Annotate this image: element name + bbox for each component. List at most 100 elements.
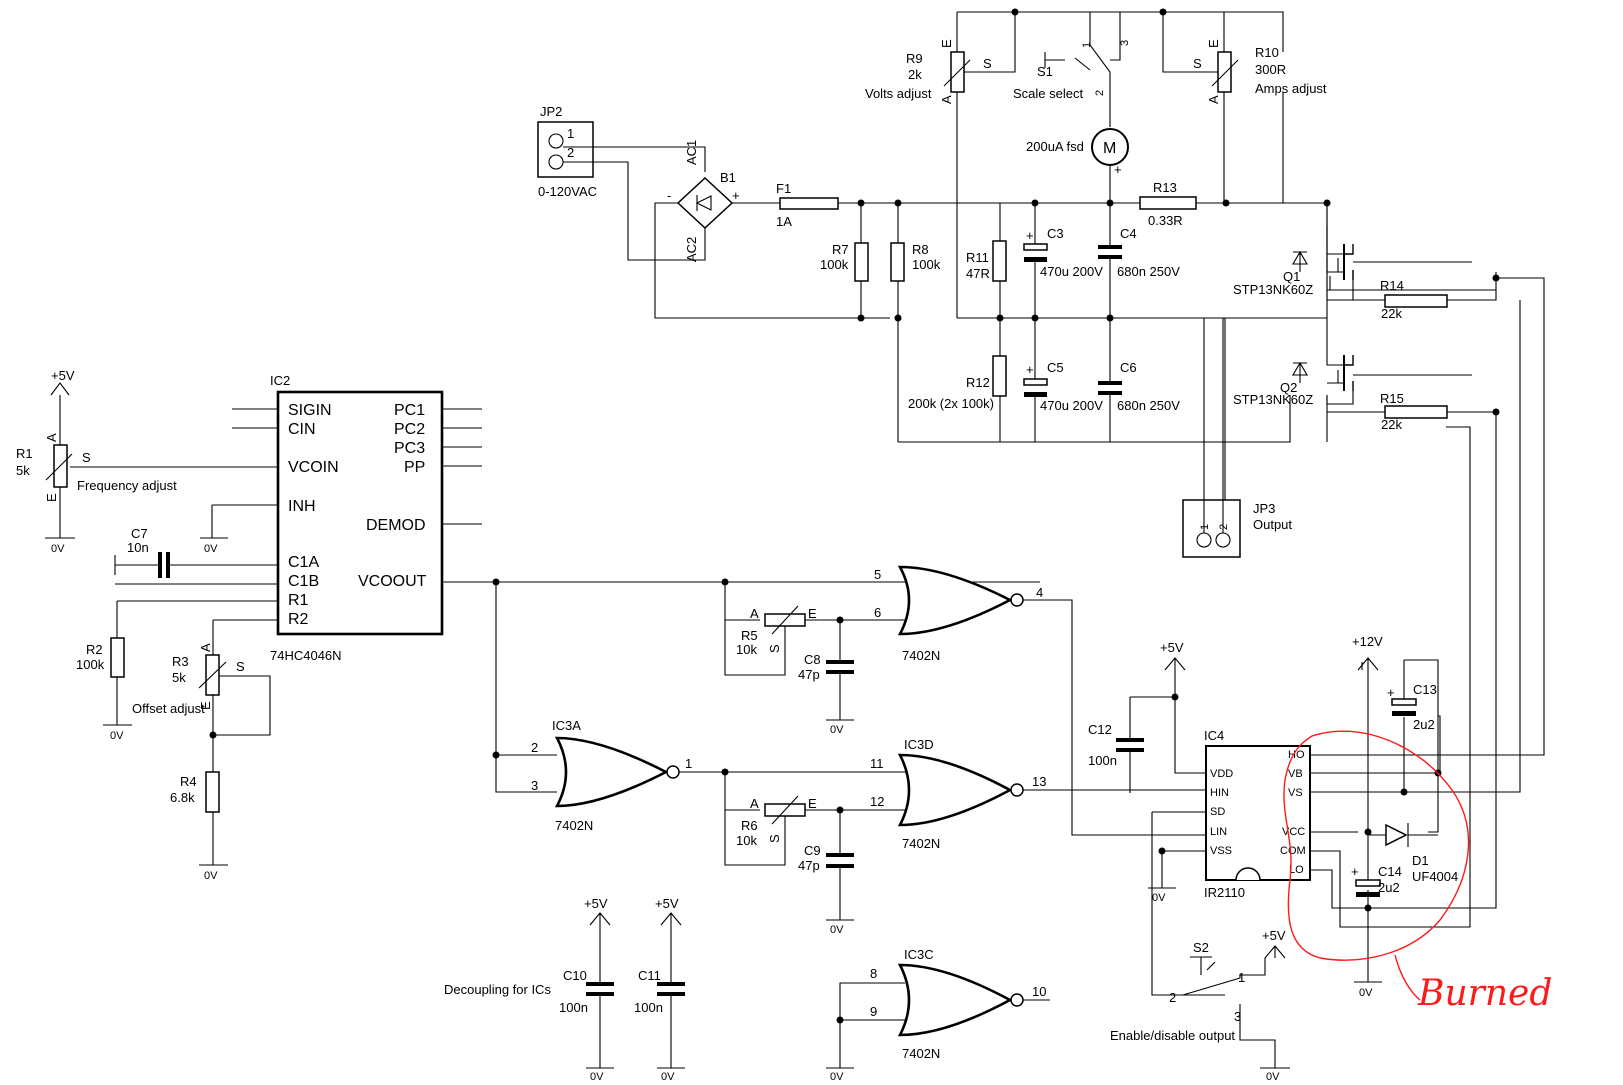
cap-c13: [1391, 698, 1417, 706]
ic4-body: [1205, 745, 1311, 881]
svg-text:0V: 0V: [590, 1071, 604, 1083]
burned-pointer: [1394, 954, 1421, 1001]
svg-text:1: 1: [1199, 524, 1211, 530]
b1-ac1: AC1: [684, 140, 699, 165]
burned-annotation: Burned: [1283, 730, 1552, 1014]
ic2-part: 74HC4046N: [270, 648, 342, 663]
svg-text:0V: 0V: [1152, 892, 1166, 904]
r4-ref: R4: [180, 774, 197, 789]
c12-ref: C12: [1088, 722, 1112, 737]
svg-text:SD: SD: [1210, 806, 1225, 818]
svg-text:VSS: VSS: [1210, 845, 1232, 857]
svg-text:VDD: VDD: [1210, 768, 1233, 780]
svg-text:0V: 0V: [1266, 1071, 1280, 1083]
r11-val: 47R: [966, 266, 990, 281]
svg-text:11: 11: [870, 756, 884, 771]
ic3c-part: 7402N: [902, 1046, 940, 1061]
svg-text:LO: LO: [1289, 864, 1304, 876]
resistor-r7: [854, 242, 869, 282]
svg-text:A: A: [1206, 95, 1221, 104]
r10-ref: R10: [1255, 45, 1279, 60]
r8-val: 100k: [912, 257, 941, 272]
jp3-ref: JP3: [1253, 501, 1275, 516]
svg-text:2: 2: [531, 740, 538, 755]
svg-text:E: E: [808, 796, 817, 811]
svg-text:A: A: [44, 433, 59, 442]
r2-ref: R2: [86, 642, 103, 657]
ic4-ref: IC4: [1204, 728, 1224, 743]
svg-text:A: A: [198, 643, 213, 652]
q2-val: STP13NK60Z: [1233, 392, 1313, 407]
svg-text:VCC: VCC: [1282, 826, 1305, 838]
c8-ref: C8: [804, 652, 821, 667]
svg-text:8: 8: [870, 966, 877, 981]
cap-c3: [1023, 243, 1048, 251]
decoupling-label: Decoupling for ICs: [444, 982, 551, 997]
resistor-r4: [205, 771, 220, 813]
r1-val: 5k: [16, 463, 30, 478]
r9-ref: R9: [906, 51, 923, 66]
resistor-r12: [992, 355, 1007, 397]
r6-ref: R6: [741, 818, 758, 833]
ic4-part: IR2110: [1204, 885, 1245, 900]
fuse-f1: [779, 197, 839, 210]
ic3a-ref: IC3A: [552, 718, 581, 733]
jp2-ref: JP2: [540, 104, 562, 119]
s2-ref: S2: [1193, 940, 1209, 955]
ic3b-part: 7402N: [902, 648, 940, 663]
nor-gate-ic3a: [554, 736, 669, 808]
svg-text:E: E: [198, 701, 213, 710]
svg-text:+: +: [1026, 228, 1034, 243]
power-section: JP2 1 2 0-120VAC B1 AC1 AC2 - + F1 1A R7…: [537, 8, 1500, 558]
s1-ref: S1: [1037, 64, 1053, 79]
svg-text:+: +: [1026, 362, 1034, 377]
resistor-r2: [110, 637, 125, 678]
svg-text:A: A: [939, 95, 954, 104]
c4-ref: C4: [1120, 226, 1137, 241]
meter-desc: 200uA fsd: [1026, 139, 1084, 154]
r7-val: 100k: [820, 257, 849, 272]
svg-text:2: 2: [1218, 524, 1230, 530]
svg-text:12: 12: [870, 794, 884, 809]
r11-ref: R11: [966, 250, 989, 265]
svg-text:+: +: [1351, 864, 1359, 879]
c13-ref: C13: [1413, 682, 1437, 697]
svg-text:E: E: [44, 493, 59, 502]
ic4-driver: IC4 IR2110 HO VB VS VCC COM LO VDD HIN S…: [1088, 277, 1545, 1083]
q2-ref: Q2: [1280, 380, 1297, 395]
r3-desc: Offset adjust: [132, 701, 205, 716]
svg-text:+5V: +5V: [1262, 928, 1286, 943]
svg-text:S: S: [82, 450, 91, 465]
cap-c14: [1355, 879, 1381, 887]
svg-text:R2: R2: [288, 611, 309, 628]
c12-val: 100n: [1088, 753, 1117, 768]
cap-c5: [1023, 378, 1048, 386]
svg-text:E: E: [808, 606, 817, 621]
svg-text:S: S: [1193, 56, 1202, 71]
c3-ref: C3: [1047, 226, 1064, 241]
f1-ref: F1: [776, 181, 791, 196]
ic3d-ref: IC3D: [904, 737, 934, 752]
svg-text:0V: 0V: [661, 1071, 675, 1083]
svg-text:+12V: +12V: [1352, 634, 1383, 649]
svg-text:+5V: +5V: [584, 896, 608, 911]
svg-text:PC2: PC2: [394, 421, 425, 438]
burned-label: Burned: [1417, 973, 1552, 1014]
q1-ref: Q1: [1283, 269, 1300, 284]
c10-val: 100n: [559, 1000, 588, 1015]
svg-text:4: 4: [1036, 585, 1043, 600]
r3-val: 5k: [172, 670, 186, 685]
c11-ref: C11: [638, 968, 661, 983]
c5-ref: C5: [1047, 360, 1064, 375]
nor-gate-ic3b: [897, 565, 1013, 636]
r12-ref: R12: [966, 375, 990, 390]
pot-r10: [1217, 51, 1232, 93]
decoupling-caps: +5V +5V C10 100n C11 100n Decoupling for…: [444, 896, 685, 1083]
c10-ref: C10: [563, 968, 587, 983]
r5-ref: R5: [741, 628, 758, 643]
resistor-r14: [1384, 294, 1448, 308]
r13-val: 0.33R: [1148, 213, 1183, 228]
svg-text:10: 10: [1032, 984, 1046, 999]
c14-val: 2u2: [1378, 880, 1400, 895]
